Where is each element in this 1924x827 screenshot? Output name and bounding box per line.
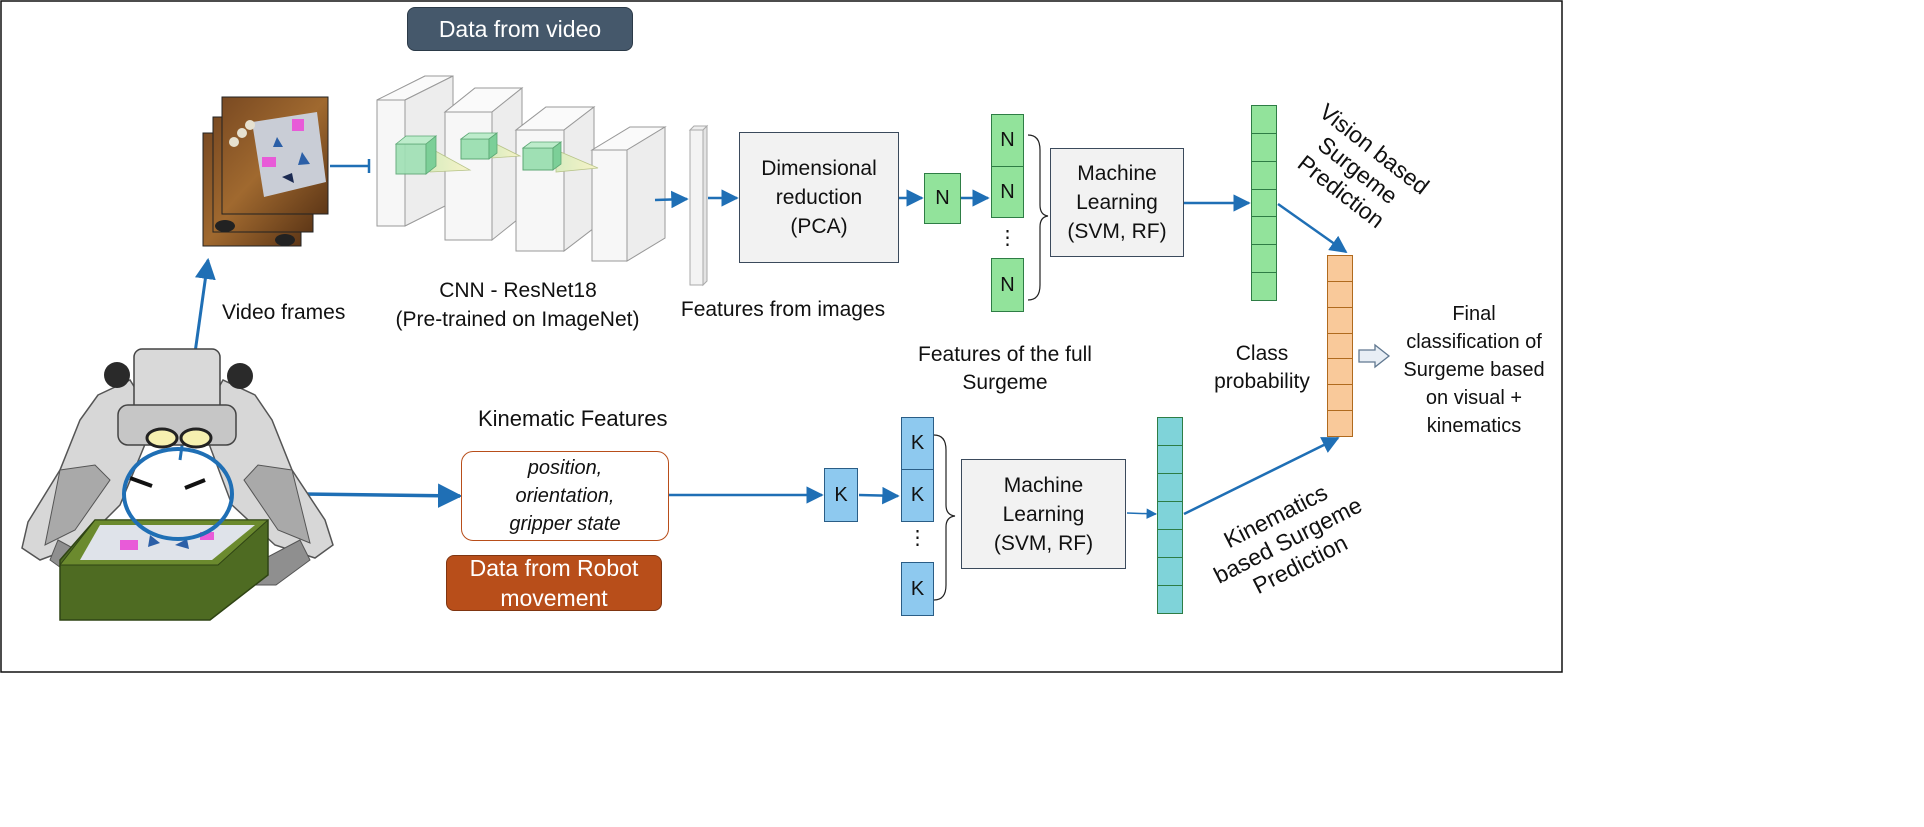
col-final-segment — [1327, 358, 1353, 386]
robot-illustration — [21, 348, 334, 621]
col-vision-segment — [1251, 244, 1277, 274]
label-kinematic-features: Kinematic Features — [478, 406, 668, 431]
col-vision-segment — [1251, 132, 1277, 162]
col-kin-segment — [1157, 473, 1183, 502]
n-cell-single-text: N — [935, 187, 950, 209]
col-vision-segment — [1251, 272, 1277, 301]
col-final-segment — [1327, 332, 1353, 360]
label-features-full-line1: Features of the full — [918, 343, 1092, 366]
label-cnn-line2: (Pre-trained on ImageNet) — [395, 308, 640, 331]
ml-bot-line2: Learning — [1002, 502, 1085, 526]
k-dots: ⋮ — [901, 522, 934, 552]
box-kinematic-list: position, orientation, gripper state — [461, 451, 669, 541]
col-vision-segment — [1251, 216, 1277, 246]
final-line4: on visual + — [1425, 387, 1523, 409]
final-line2: classification of — [1406, 331, 1542, 353]
k-cell-1-text: K — [910, 432, 925, 454]
label-class-prob-line2: probability — [1214, 370, 1310, 393]
n-dots-text: ⋮ — [997, 226, 1018, 249]
label-final-classification: Final classification of Surgeme based on… — [1393, 300, 1555, 440]
cnn-kernels — [394, 132, 599, 175]
k-cell-1: K — [901, 417, 934, 470]
ml-bot-line3: (SVM, RF) — [993, 531, 1094, 555]
kin-list-line3: gripper state — [509, 513, 621, 535]
diagram-graphics — [0, 0, 1563, 673]
final-probability-column — [1327, 255, 1353, 437]
n-cell-3: N — [991, 258, 1024, 312]
k-cell-2-text: K — [910, 484, 925, 506]
col-final-segment — [1327, 280, 1353, 308]
arrow-k-to-column — [858, 486, 900, 505]
col-final-segment — [1327, 306, 1353, 334]
arrow-ml-bot-to-kin — [1126, 508, 1158, 519]
tag-data-from-video-text: Data from video — [438, 15, 602, 42]
kinematics-probability-column — [1157, 417, 1183, 614]
k-cell-3-text: K — [910, 577, 925, 600]
arrow-kin-to-final — [1183, 436, 1340, 516]
n-cell-2-text: N — [1000, 180, 1015, 203]
ml-top-line3: (SVM, RF) — [1067, 220, 1167, 243]
dimred-line1: Dimensional — [761, 157, 877, 180]
label-cnn-line1: CNN - ResNet18 — [439, 279, 597, 302]
col-kin-segment — [1157, 445, 1183, 474]
box-machine-learning-bottom: Machine Learning (SVM, RF) — [961, 459, 1126, 569]
final-block-arrow — [1358, 343, 1391, 369]
arrow-cnn-to-features — [654, 190, 689, 209]
col-kin-segment — [1157, 501, 1183, 530]
k-cell-single: K — [824, 468, 858, 522]
video-frames-image — [202, 96, 329, 247]
tag-robot-line1: Data from Robot — [469, 555, 639, 581]
feature-vector-bar — [688, 124, 709, 287]
col-kin-segment — [1157, 529, 1183, 558]
arrow-vision-to-final — [1277, 202, 1348, 254]
n-cell-2: N — [991, 166, 1024, 218]
col-kin-segment — [1157, 585, 1183, 614]
col-vision-segment — [1251, 188, 1277, 218]
label-video-frames: Video frames — [222, 301, 346, 324]
n-cell-1: N — [991, 114, 1024, 167]
brace-top — [1027, 134, 1049, 301]
col-final-segment — [1327, 410, 1353, 437]
ml-bot-line1: Machine — [1003, 473, 1084, 497]
k-cell-single-text: K — [834, 483, 848, 506]
col-final-segment — [1327, 255, 1353, 282]
n-cell-single: N — [924, 173, 961, 224]
tag-data-from-robot: Data from Robot movement — [446, 555, 662, 611]
box-dimensional-reduction: Dimensional reduction (PCA) — [739, 132, 899, 263]
label-features-full-line2: Surgeme — [962, 371, 1048, 394]
outer-frame — [0, 0, 1563, 673]
dimred-line3: (PCA) — [790, 215, 848, 238]
label-features-from-images: Features from images — [680, 298, 886, 321]
label-class-prob-line1: Class — [1235, 342, 1289, 365]
n-cell-1-text: N — [1000, 129, 1015, 151]
col-kin-segment — [1157, 557, 1183, 586]
k-cell-3: K — [901, 562, 934, 616]
ml-top-line1: Machine — [1077, 162, 1157, 185]
braces — [933, 134, 1049, 601]
final-line1: Final — [1452, 303, 1496, 325]
focus-circle — [122, 447, 234, 541]
k-cell-2: K — [901, 469, 934, 522]
final-line3: Surgeme based — [1403, 359, 1545, 381]
ml-top-line2: Learning — [1076, 191, 1158, 214]
box-machine-learning-top: Machine Learning (SVM, RF) — [1050, 148, 1184, 257]
k-dots-text: ⋮ — [907, 526, 928, 549]
tag-robot-line2: movement — [500, 585, 608, 611]
n-dots: ⋮ — [991, 222, 1024, 252]
kin-list-line2: orientation, — [515, 485, 615, 507]
col-vision-segment — [1251, 105, 1277, 134]
brace-bottom — [933, 434, 956, 601]
cnn-layers — [376, 75, 667, 262]
diagram: Data from video Data from Robot movement… — [0, 0, 1563, 673]
col-vision-segment — [1251, 160, 1277, 190]
tag-data-from-video: Data from video — [407, 7, 633, 51]
final-line5: kinematics — [1426, 415, 1522, 437]
n-cell-3-text: N — [1000, 273, 1015, 296]
dimred-line2: reduction — [775, 186, 863, 209]
col-kin-segment — [1157, 417, 1183, 446]
col-final-segment — [1327, 384, 1353, 412]
vision-probability-column — [1251, 105, 1277, 301]
kin-list-line1: position, — [527, 457, 603, 479]
